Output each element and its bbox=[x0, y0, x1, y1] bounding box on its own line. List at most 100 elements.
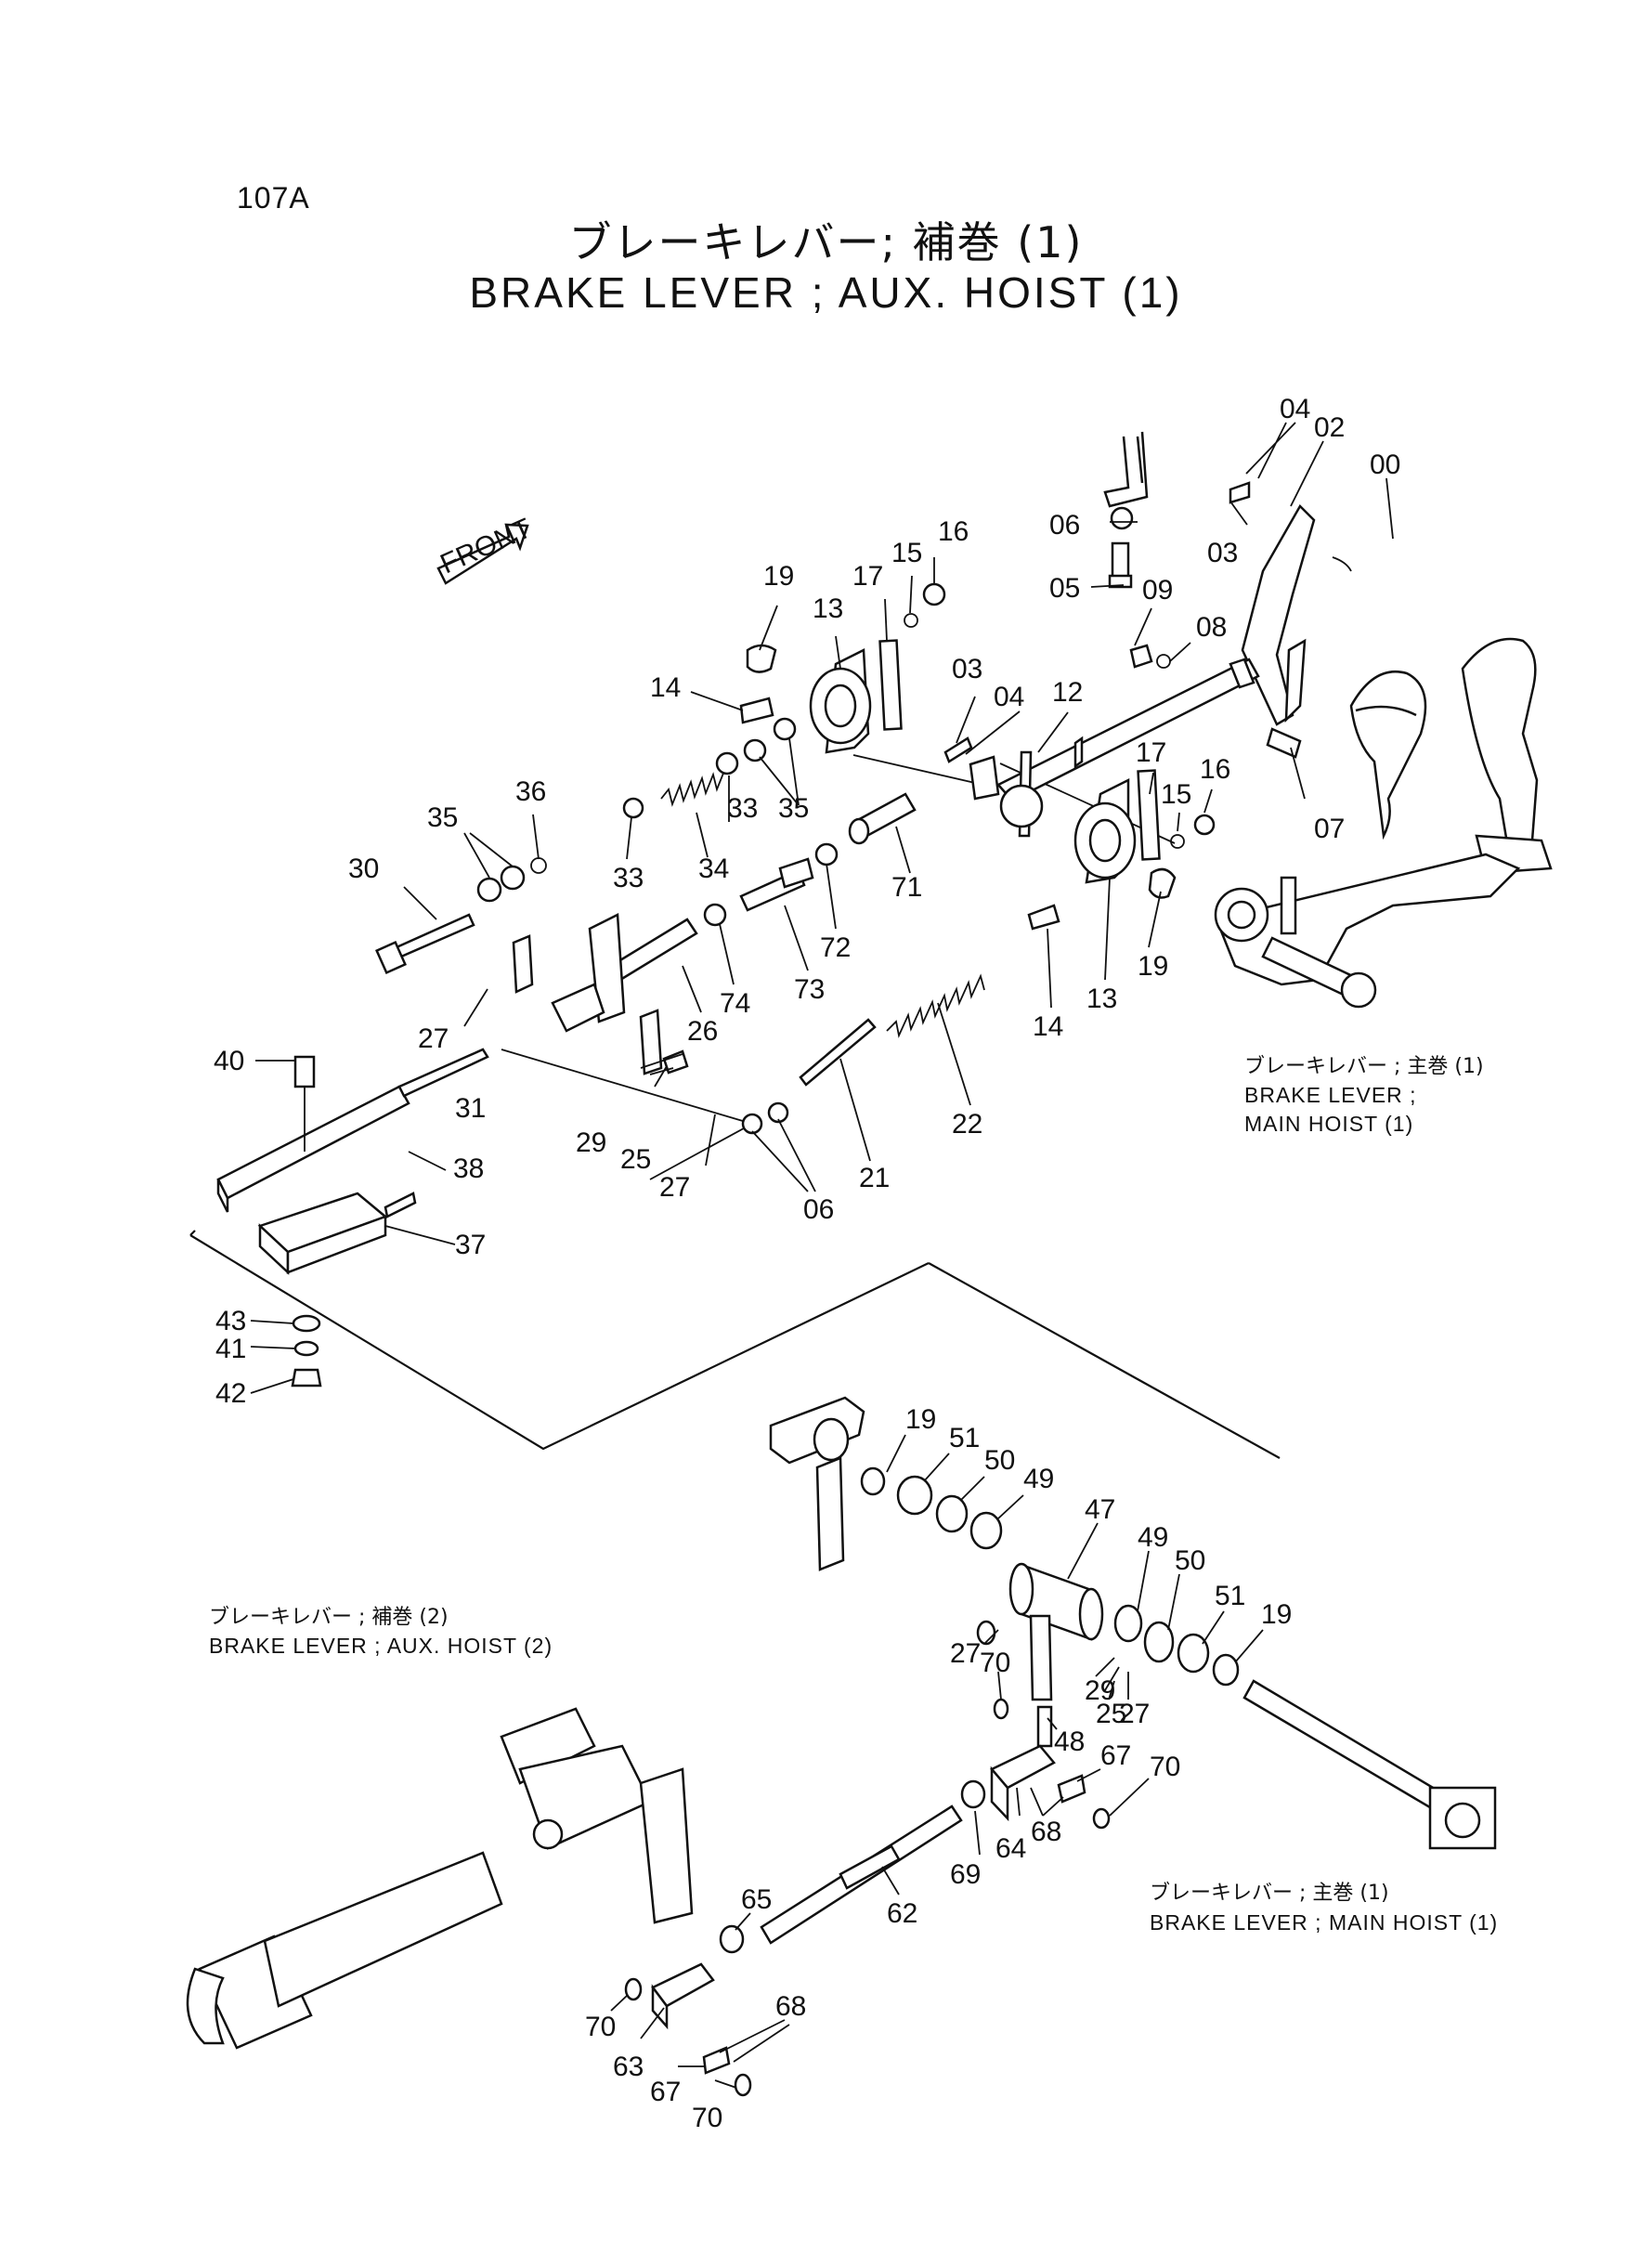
callout-51: 51 bbox=[949, 1423, 980, 1453]
callout-04: 04 bbox=[994, 682, 1024, 712]
callout-41: 41 bbox=[215, 1334, 246, 1364]
callout-38: 38 bbox=[453, 1153, 484, 1184]
callout-33: 33 bbox=[727, 793, 758, 824]
callout-51: 51 bbox=[1215, 1581, 1245, 1611]
callout-21: 21 bbox=[859, 1163, 890, 1193]
page-title-english: BRAKE LEVER ; AUX. HOIST (1) bbox=[469, 268, 1183, 317]
callout-27: 27 bbox=[950, 1638, 981, 1669]
callout-06: 06 bbox=[1049, 510, 1080, 541]
shaft-right bbox=[1242, 1679, 1497, 1850]
second-pedal-assembly bbox=[1214, 637, 1553, 1009]
nut-65 bbox=[719, 1924, 745, 1954]
callout-65: 65 bbox=[741, 1884, 772, 1915]
spring-34 bbox=[660, 770, 725, 807]
callout-15: 15 bbox=[1161, 779, 1191, 810]
callout-35: 35 bbox=[427, 802, 458, 833]
tube-47 bbox=[1008, 1562, 1104, 1701]
bolt-40 bbox=[293, 1055, 316, 1152]
callout-29: 29 bbox=[1085, 1675, 1115, 1706]
callout-35: 35 bbox=[778, 793, 809, 824]
callout-16: 16 bbox=[938, 516, 969, 547]
callout-07: 07 bbox=[1314, 814, 1345, 844]
pin-71 bbox=[848, 792, 917, 845]
rings-group-lower bbox=[1113, 1604, 1240, 1687]
front-arrow-icon: FRONT bbox=[436, 513, 536, 585]
callout-62: 62 bbox=[887, 1898, 917, 1929]
washers-43-41-42 bbox=[291, 1314, 322, 1388]
callout-19: 19 bbox=[763, 561, 794, 592]
callout-67: 67 bbox=[1100, 1740, 1131, 1771]
callout-06: 06 bbox=[803, 1194, 834, 1225]
callout-74: 74 bbox=[720, 988, 750, 1019]
callout-17: 17 bbox=[1136, 737, 1166, 768]
callout-43: 43 bbox=[215, 1306, 246, 1336]
note-jp: ブレーキレバー ; 主巻 (1) bbox=[1150, 1882, 1389, 1905]
block-37 bbox=[257, 1192, 417, 1275]
plate-17-upper bbox=[878, 639, 903, 731]
callout-63: 63 bbox=[613, 2052, 644, 2082]
callout-09: 09 bbox=[1142, 575, 1173, 606]
rings-group-upper bbox=[860, 1466, 1003, 1550]
clevis-63 bbox=[651, 1962, 715, 2030]
front-arrow-label: FRONT bbox=[436, 513, 536, 580]
pin-73 bbox=[739, 857, 814, 912]
callout-27: 27 bbox=[1119, 1699, 1150, 1729]
callout-70: 70 bbox=[1150, 1752, 1180, 1782]
note-main-hoist-1-upper: ブレーキレバー ; 主巻 (1) BRAKE LEVER ; MAIN HOIS… bbox=[1244, 1055, 1484, 1136]
callout-42: 42 bbox=[215, 1378, 246, 1409]
callout-19: 19 bbox=[1261, 1599, 1292, 1630]
cable-boot-assembly bbox=[186, 1707, 694, 2050]
callout-08: 08 bbox=[1196, 612, 1227, 643]
bracket-lower-left bbox=[769, 1396, 865, 1571]
plate-17-lower bbox=[1137, 769, 1161, 861]
callout-14: 14 bbox=[1033, 1011, 1063, 1042]
nuts-group bbox=[476, 717, 839, 1135]
callout-64: 64 bbox=[995, 1833, 1026, 1864]
callout-16: 16 bbox=[1200, 754, 1230, 785]
callout-25: 25 bbox=[620, 1144, 651, 1175]
callout-15: 15 bbox=[891, 538, 922, 568]
callout-25: 25 bbox=[1096, 1699, 1126, 1729]
callout-69: 69 bbox=[950, 1859, 981, 1890]
callout-50: 50 bbox=[984, 1445, 1015, 1476]
callout-73: 73 bbox=[794, 974, 825, 1005]
note-en-line2: MAIN HOIST (1) bbox=[1244, 1112, 1413, 1136]
callout-19: 19 bbox=[905, 1404, 936, 1435]
callout-labels: 04 02 00 06 03 05 09 08 16 15 17 19 13 1… bbox=[214, 394, 1400, 2133]
pedal-lever-02 bbox=[1241, 503, 1316, 726]
spring-22 bbox=[886, 973, 985, 1038]
callout-49: 49 bbox=[1023, 1464, 1054, 1494]
leader-lines bbox=[250, 422, 1394, 2089]
callout-12: 12 bbox=[1052, 677, 1083, 708]
page-number: 107A bbox=[237, 181, 310, 215]
bearing-block-13-upper bbox=[809, 648, 872, 754]
link-38 bbox=[216, 1048, 489, 1213]
callout-70: 70 bbox=[585, 2012, 616, 2042]
clevis-64 bbox=[989, 1744, 1056, 1822]
callout-36: 36 bbox=[515, 776, 546, 807]
callout-30: 30 bbox=[348, 853, 379, 884]
note-main-hoist-1-lower: ブレーキレバー ; 主巻 (1) BRAKE LEVER ; MAIN HOIS… bbox=[1150, 1882, 1498, 1935]
note-en-line1: BRAKE LEVER ; AUX. HOIST (2) bbox=[209, 1634, 553, 1658]
bolt-30 bbox=[375, 913, 475, 975]
brake-lever-handle-00 bbox=[1349, 670, 1427, 840]
page-title-japanese: ブレーキレバー; 補巻 (1) bbox=[568, 217, 1084, 267]
callout-49: 49 bbox=[1138, 1522, 1168, 1553]
callout-37: 37 bbox=[455, 1230, 486, 1260]
callout-27: 27 bbox=[418, 1023, 449, 1054]
callout-68: 68 bbox=[775, 1991, 806, 2022]
callout-14: 14 bbox=[650, 672, 681, 703]
note-aux-hoist-2: ブレーキレバー ; 補巻 (2) BRAKE LEVER ; AUX. HOIS… bbox=[209, 1606, 553, 1658]
callout-29: 29 bbox=[576, 1127, 606, 1158]
callout-02: 02 bbox=[1314, 412, 1345, 443]
nut-69 bbox=[960, 1779, 986, 1809]
callout-34: 34 bbox=[698, 853, 729, 884]
callout-27: 27 bbox=[659, 1172, 690, 1203]
note-jp: ブレーキレバー ; 補巻 (2) bbox=[209, 1606, 449, 1629]
washers-70 bbox=[624, 1620, 1111, 2097]
note-en-line1: BRAKE LEVER ; MAIN HOIST (1) bbox=[1150, 1910, 1498, 1935]
callout-33: 33 bbox=[613, 863, 644, 893]
callout-31: 31 bbox=[455, 1093, 486, 1124]
